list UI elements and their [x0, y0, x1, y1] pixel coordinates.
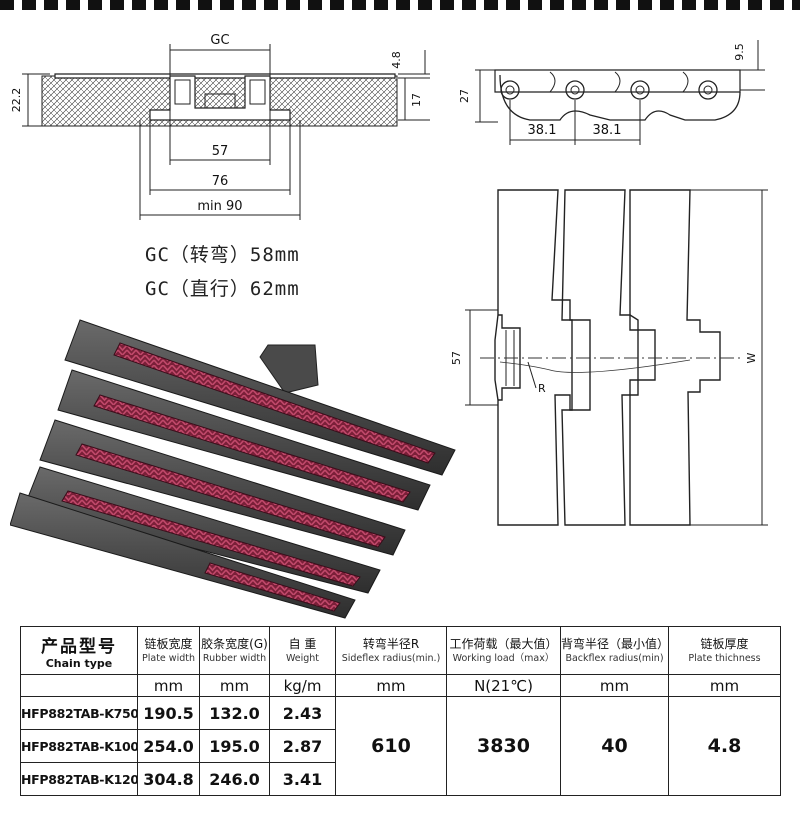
row-rubber-width: 246.0 — [199, 762, 270, 796]
unit-sideflex: mm — [335, 674, 447, 697]
row-weight: 2.43 — [269, 696, 336, 730]
header-working-load: 工作荷载（最大值） Working load（max） — [446, 626, 561, 675]
table-row: HFP882TAB-K750 190.5 132.0 2.43 610 3830… — [20, 696, 781, 796]
shared-thickness: 4.8 — [668, 696, 781, 796]
unit-thickness: mm — [668, 674, 781, 697]
top-dim-57-label: 57 — [450, 351, 463, 365]
row-rubber-width: 195.0 — [199, 729, 270, 763]
dim-27-label: 27 — [458, 89, 471, 103]
row-plate-width: 190.5 — [137, 696, 200, 730]
shared-backflex: 40 — [560, 696, 669, 796]
dim-57-label: 57 — [212, 144, 229, 159]
gc-sideflex-note: GC（转弯）58mm — [145, 244, 300, 266]
table-header-row: 产品型号 Chain type 链板宽度 Plate width 胶条宽度(G)… — [20, 626, 781, 675]
unit-rubber-width: mm — [199, 674, 270, 697]
header-thickness: 链板厚度 Plate thichness — [668, 626, 781, 675]
header-plate-width: 链板宽度 Plate width — [137, 626, 200, 675]
side-view-diagram: 9.5 27 38.1 38.1 — [458, 40, 765, 145]
row-plate-width: 304.8 — [137, 762, 200, 796]
unit-backflex: mm — [560, 674, 669, 697]
row-model: HFP882TAB-K750 — [20, 696, 138, 730]
chain-product-photo — [10, 319, 456, 619]
header-chain-type: 产品型号 Chain type — [20, 626, 138, 675]
dim-76-label: 76 — [212, 174, 229, 189]
table-row: HFP882TAB-K1200 304.8 246.0 3.41 — [20, 762, 781, 796]
gc-notes: GC（转弯）58mm GC（直行）62mm — [145, 238, 300, 306]
dim-4-8-label: 4.8 — [390, 51, 403, 69]
header-sideflex: 转弯半径R Sideflex radius(min.) — [335, 626, 447, 675]
dim-9-5-label: 9.5 — [733, 43, 746, 61]
row-model: HFP882TAB-K1000 — [20, 729, 138, 763]
unit-plate-width: mm — [137, 674, 200, 697]
header-weight: 自 重 Weight — [269, 626, 336, 675]
cross-section-diagram: GC 4.8 17 22.2 57 76 min 90 — [10, 33, 430, 220]
shared-load: 3830 — [446, 696, 561, 796]
spec-table: 产品型号 Chain type 链板宽度 Plate width 胶条宽度(G)… — [20, 626, 781, 796]
row-weight: 2.87 — [269, 729, 336, 763]
pitch-2-label: 38.1 — [593, 123, 622, 138]
unit-blank — [20, 674, 138, 697]
top-dashed-border — [0, 0, 800, 10]
dim-17-label: 17 — [410, 93, 423, 107]
dim-22-2-label: 22.2 — [10, 88, 23, 113]
dim-w-label: W — [745, 352, 758, 363]
dim-min90-label: min 90 — [197, 199, 242, 214]
radius-r-label: R — [538, 382, 546, 395]
unit-weight: kg/m — [269, 674, 336, 697]
header-rubber-width: 胶条宽度(G) Rubber width — [199, 626, 270, 675]
dim-gc-label: GC — [210, 33, 229, 48]
row-plate-width: 254.0 — [137, 729, 200, 763]
table-unit-row: mm mm kg/m mm N(21℃) mm mm — [20, 674, 781, 697]
row-model: HFP882TAB-K1200 — [20, 762, 138, 796]
shared-sideflex: 610 — [335, 696, 447, 796]
row-weight: 3.41 — [269, 762, 336, 796]
header-backflex: 背弯半径（最小值） Backflex radius(min) — [560, 626, 669, 675]
row-rubber-width: 132.0 — [199, 696, 270, 730]
top-view-diagram: 57 R W — [450, 189, 768, 526]
pitch-1-label: 38.1 — [528, 123, 557, 138]
unit-load: N(21℃) — [446, 674, 561, 697]
gc-straight-note: GC（直行）62mm — [145, 278, 300, 300]
